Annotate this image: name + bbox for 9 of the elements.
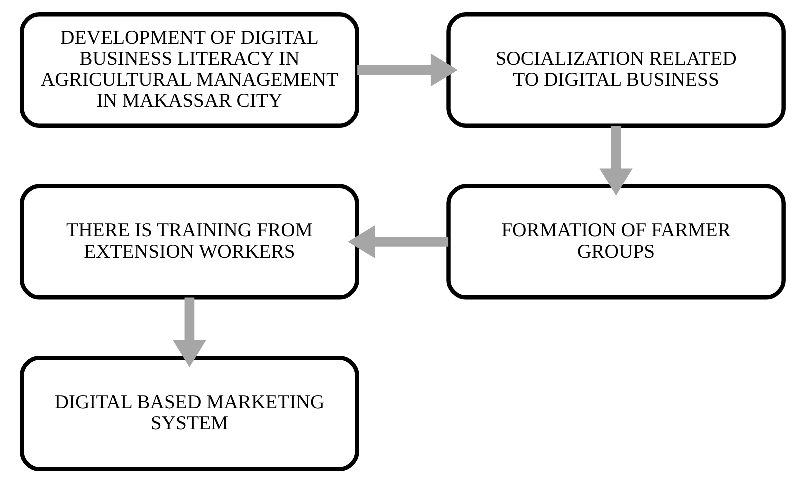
node-box: DIGITAL BASED MARKETING SYSTEM [20, 356, 360, 471]
node-box: DEVELOPMENT OF DIGITAL BUSINESS LITERACY IN AGRICULTURAL MANAGEMENT IN MAKASSAR CITY [20, 12, 360, 128]
arrow [173, 297, 206, 367]
node-box: THERE IS TRAINING FROM EXTENSION WORKERS [20, 184, 360, 300]
arrow [600, 126, 633, 196]
arrow [358, 53, 458, 86]
node-box: SOCIALIZATION RELATED TO DIGITAL BUSINESS [446, 12, 786, 128]
arrow [348, 224, 449, 258]
node-box: FORMATION OF FARMER GROUPS [446, 184, 786, 300]
